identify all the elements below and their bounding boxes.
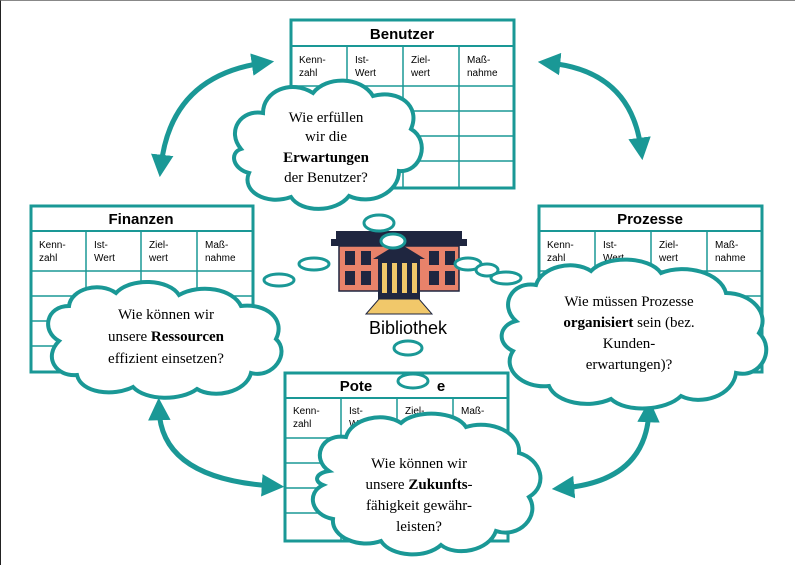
cloud-prozesse <box>499 257 769 411</box>
col-kennzahl: Kenn- <box>547 240 574 251</box>
connector-arrows <box>148 52 660 499</box>
col-zielwert: Ziel- <box>149 240 168 251</box>
col-istwert: Ist- <box>349 406 363 417</box>
col-kennzahl-2: zahl <box>39 253 57 264</box>
cloud-benutzer-line2: wir die <box>305 129 347 145</box>
cloud-finanzen-line2: unsere Ressourcen <box>108 329 225 345</box>
cloud-benutzer <box>232 78 424 211</box>
col-zielwert-2: wert <box>148 253 168 264</box>
col-kennzahl: Kenn- <box>299 55 326 66</box>
cloud-benutzer-text: Wie erfüllen wir die Erwartungen der Ben… <box>283 110 369 186</box>
col-zielwert: Ziel- <box>659 240 678 251</box>
table-benutzer-title: Benutzer <box>370 26 434 43</box>
cloud-benutzer-line3: Erwartungen <box>283 150 369 166</box>
cloud-finanzen-line1: Wie können wir <box>118 307 214 323</box>
thought-trails <box>262 213 523 390</box>
cloud-prozesse-line4: erwartungen)? <box>586 357 673 373</box>
cloud-potenziale-line1: Wie können wir <box>371 456 467 472</box>
cloud-finanzen-text: Wie können wir unsere Ressourcen effizie… <box>108 307 225 367</box>
col-istwert: Ist- <box>603 240 617 251</box>
col-kennzahl-2: zahl <box>547 253 565 264</box>
table-prozesse-title: Prozesse <box>617 211 683 228</box>
col-massnahme: Maß- <box>467 55 490 66</box>
cloud-finanzen <box>46 279 284 400</box>
table-prozesse-header: Kenn- zahl Ist- Wert Ziel- wert Maß- nah… <box>547 240 746 264</box>
col-istwert: Ist- <box>355 55 369 66</box>
col-istwert-2: Wert <box>603 253 624 264</box>
arrow-finanzen-potenziale <box>148 397 285 497</box>
col-kennzahl-2: zahl <box>293 419 311 430</box>
cloud-prozesse-line1: Wie müssen Prozesse <box>564 294 694 310</box>
col-zielwert-2: wert <box>410 68 430 79</box>
col-massnahme: Maß- <box>461 406 484 417</box>
col-massnahme: Maß- <box>205 240 228 251</box>
library-label: Bibliothek <box>369 318 448 338</box>
table-potenziale-title: Pote <box>340 378 373 395</box>
table-benutzer-header: Kenn- zahl Ist- Wert Ziel- wert Maß- nah… <box>299 55 498 79</box>
col-istwert-2: Wert <box>94 253 115 264</box>
col-kennzahl-2: zahl <box>299 68 317 79</box>
table-finanzen-header: Kenn- zahl Ist- Wert Ziel- wert Maß- nah… <box>39 240 236 264</box>
cloud-prozesse-line2: organisiert sein (bez. <box>563 315 694 331</box>
col-kennzahl: Kenn- <box>39 240 66 251</box>
col-massnahme: Maß- <box>715 240 738 251</box>
col-zielwert: Ziel- <box>405 406 424 417</box>
col-zielwert: Ziel- <box>411 55 430 66</box>
cloud-benutzer-line4: der Benutzer? <box>284 170 368 186</box>
col-istwert-2: Wert <box>355 68 376 79</box>
table-finanzen-title: Finanzen <box>108 211 173 228</box>
arrow-prozesse-potenziale <box>551 399 660 499</box>
cloud-potenziale-line2: unsere Zukunfts- <box>365 477 472 493</box>
cloud-potenziale-line3: fähigkeit gewähr- <box>366 498 472 514</box>
cloud-potenziale-line4: leisten? <box>396 519 442 535</box>
col-massnahme-2: nahme <box>715 253 746 264</box>
table-potenziale-title-tail: e <box>437 378 445 395</box>
arrow-benutzer-finanzen <box>151 53 275 178</box>
cloud-prozesse-line3: Kunden- <box>603 336 656 352</box>
cloud-finanzen-line3: effizient einsetzen? <box>108 351 224 367</box>
cloud-benutzer-line1: Wie erfüllen <box>289 110 364 126</box>
col-massnahme-2: nahme <box>467 68 498 79</box>
cloud-potenziale-text: Wie können wir unsere Zukunfts- fähigkei… <box>365 456 472 535</box>
cloud-prozesse-text: Wie müssen Prozesse organisiert sein (be… <box>563 294 694 373</box>
col-massnahme-2: nahme <box>205 253 236 264</box>
cloud-potenziale <box>310 411 543 557</box>
col-zielwert-2: wert <box>658 253 678 264</box>
col-istwert: Ist- <box>94 240 108 251</box>
col-kennzahl: Kenn- <box>293 406 320 417</box>
arrow-benutzer-prozesse <box>537 52 651 161</box>
